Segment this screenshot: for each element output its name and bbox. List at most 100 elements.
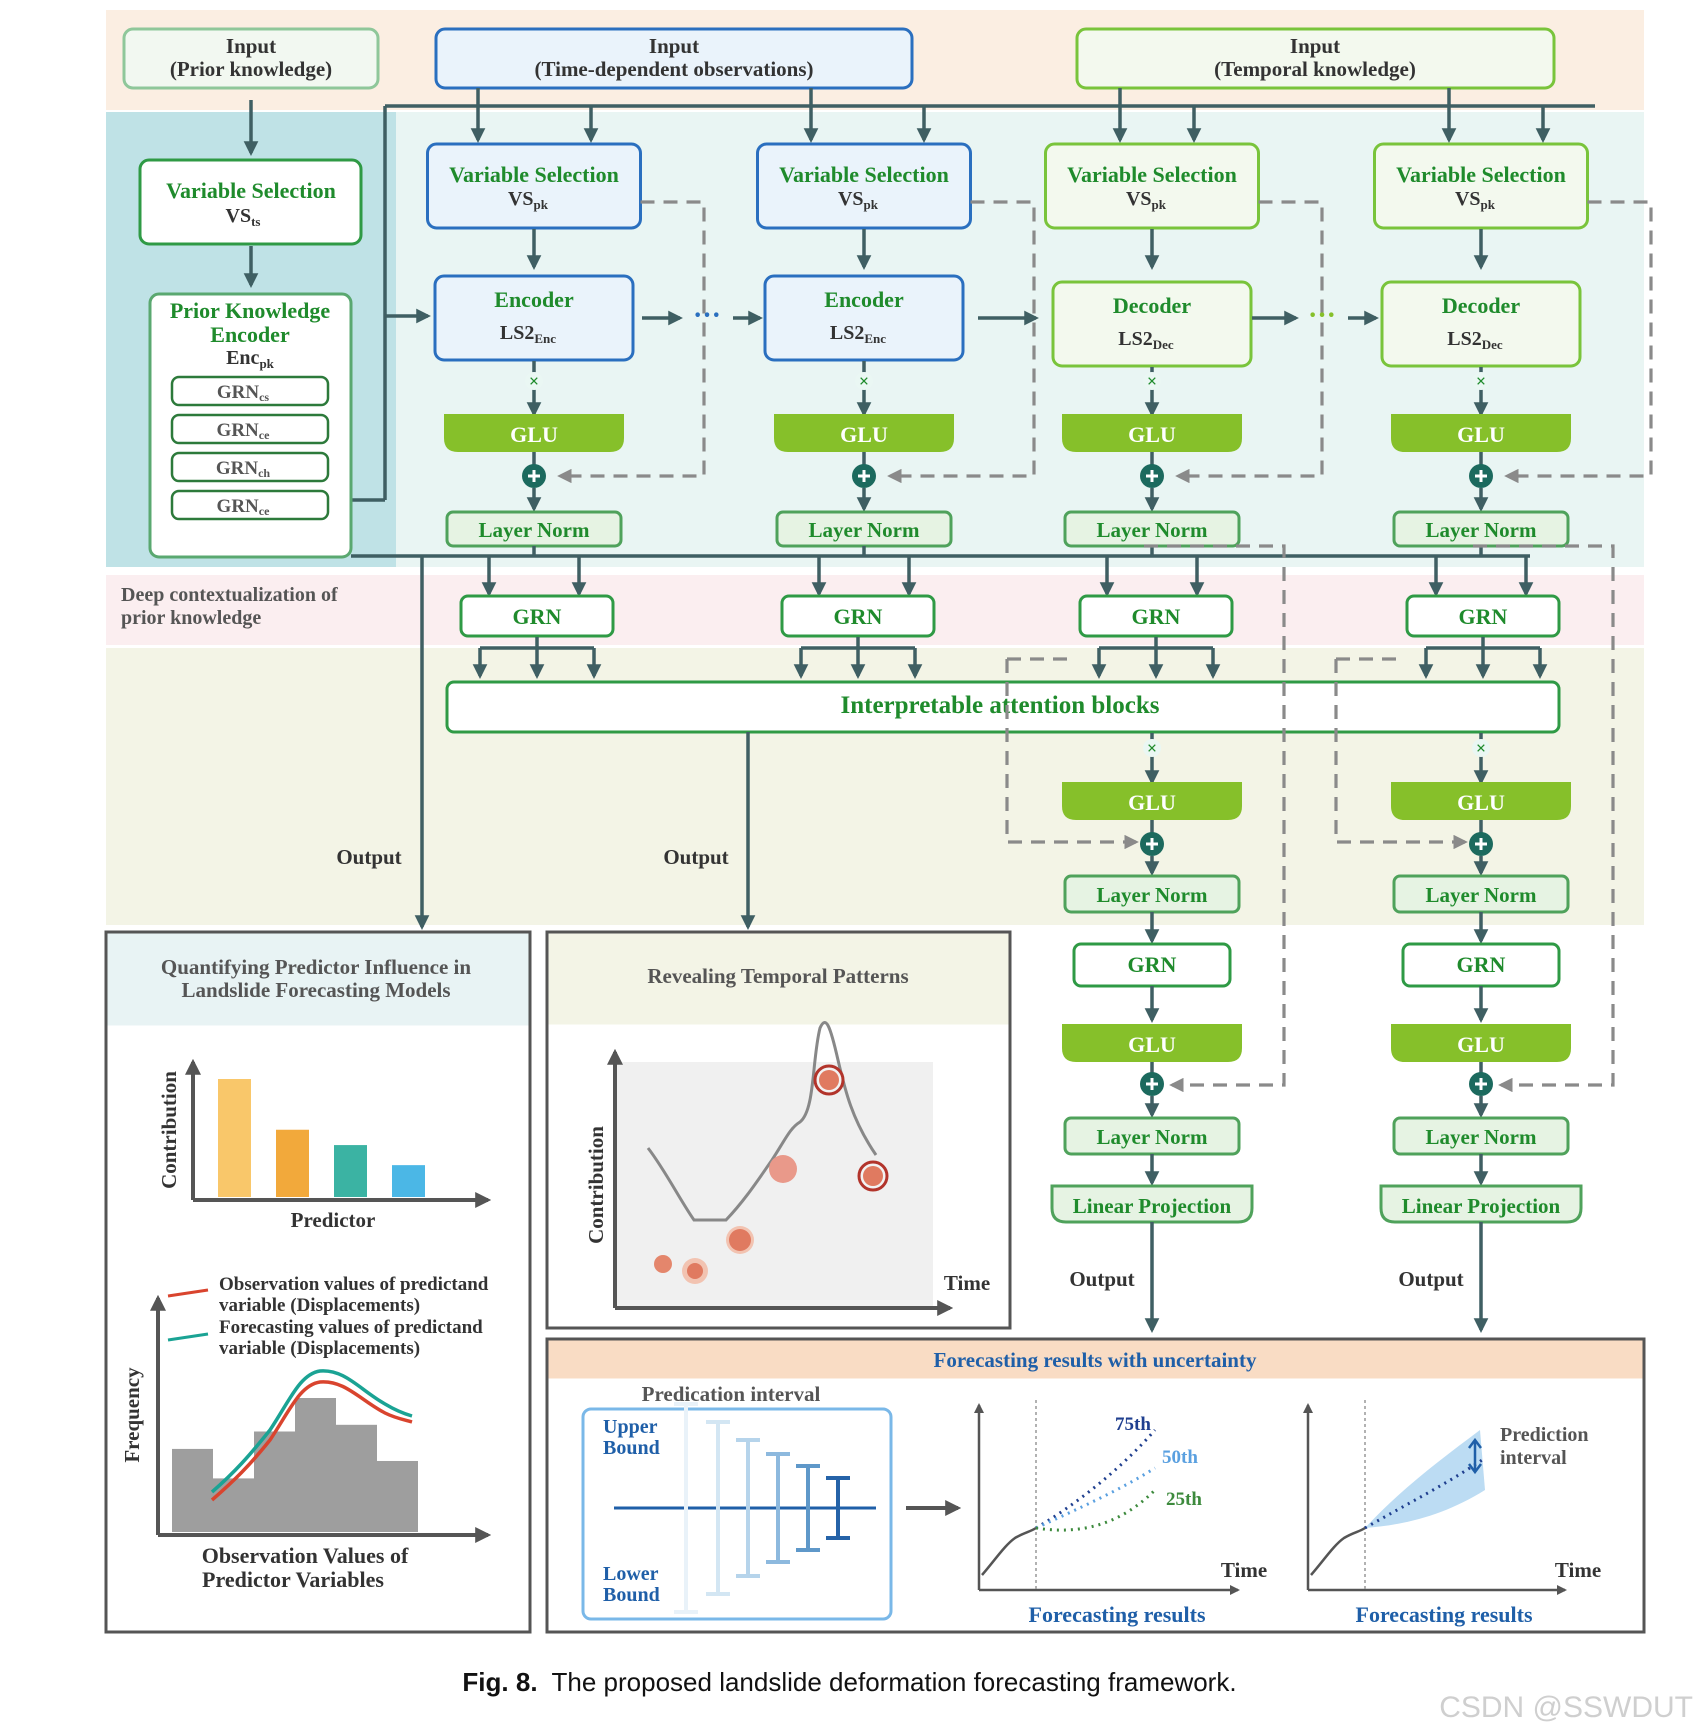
- decoder-stack-1-ln-1-label: Layer Norm: [1097, 883, 1209, 907]
- svg-text:Predictor: Predictor: [291, 1208, 376, 1232]
- svg-text:Observation Values of: Observation Values of: [202, 1543, 409, 1568]
- ellipsis-enc: ···: [693, 300, 721, 331]
- column-3-vs-sub: VSpk: [1126, 188, 1167, 212]
- decoder-stack-2-glu-2: [1391, 1024, 1571, 1062]
- grn-label-3: GRN: [1132, 604, 1181, 629]
- contribution-bar-4: [392, 1165, 425, 1197]
- histogram-bar-6: [377, 1460, 418, 1532]
- prior-grn-3: [170, 451, 330, 483]
- ellipsis-dec: ···: [1308, 300, 1336, 331]
- grn-label-4: GRN: [1459, 604, 1508, 629]
- column-1-variable-selection: [426, 142, 642, 230]
- temporal-point-3: [729, 1229, 751, 1251]
- svg-text:variable (Displacements): variable (Displacements): [219, 1295, 420, 1316]
- column-1-glu-label: GLU: [510, 422, 558, 447]
- decoder-stack-1-ln-2-label: Layer Norm: [1097, 1125, 1209, 1149]
- prior-grn-1: [170, 375, 330, 407]
- svg-text:Quantifying Predictor Influenc: Quantifying Predictor Influence in: [161, 955, 471, 979]
- svg-text:Input: Input: [649, 34, 699, 58]
- column-4-coder: [1380, 280, 1582, 368]
- column-4-multiply-icon: [1472, 372, 1490, 390]
- contribution-bar-2: [276, 1129, 309, 1197]
- watermark: CSDN @SSWDUT: [1439, 1691, 1693, 1724]
- svg-text:(Temporal knowledge): (Temporal knowledge): [1214, 57, 1416, 81]
- column-3-glu: [1062, 414, 1242, 452]
- column-1-glu: [444, 414, 624, 452]
- contribution-bars: [218, 1079, 425, 1197]
- svg-text:Prior Knowledge: Prior Knowledge: [170, 298, 331, 323]
- column-4-layer-norm-label: Layer Norm: [1426, 518, 1538, 542]
- histogram-bar-1: [172, 1448, 213, 1532]
- interval-bars: [674, 1402, 850, 1614]
- caption-label: Fig. 8.: [462, 1667, 538, 1697]
- decoder-stack-2-glu-1: [1391, 782, 1571, 820]
- column-4-vs-label: Variable Selection: [1396, 162, 1566, 187]
- svg-text:Time: Time: [1555, 1558, 1601, 1582]
- column-1-vs-sub: VSpk: [508, 188, 549, 212]
- temporal-curve: [646, 1021, 878, 1222]
- observation-curve: [210, 1380, 413, 1502]
- prior-variable-selection: Variable Selection VSts: [138, 158, 363, 246]
- temporal-point-1: [654, 1255, 672, 1273]
- column-3-variable-selection: [1044, 142, 1260, 230]
- svg-text:Revealing Temporal Patterns: Revealing Temporal Patterns: [647, 964, 908, 988]
- context-lines: [351, 554, 1530, 930]
- column-4-skip-connection: [1504, 200, 1653, 484]
- column-3-layer-norm-label: Layer Norm: [1097, 518, 1209, 542]
- prior-grn-2: [170, 413, 330, 445]
- input-connectors: [243, 88, 1595, 502]
- svg-text:Observation values of predicta: Observation values of predictand: [219, 1274, 489, 1295]
- decoder-stack-2-ln-2-label: Layer Norm: [1426, 1125, 1538, 1149]
- column-2-multiply-icon: [855, 372, 873, 390]
- column-2-variable-selection: [756, 142, 972, 230]
- decoder-stack-1-output-label: Output: [1069, 1267, 1134, 1291]
- svg-text:Encpk: Encpk: [226, 347, 275, 371]
- decoder-stack-1-glu-2-label: GLU: [1128, 1032, 1176, 1057]
- decoder-stack-2-multiply-icon: [1472, 739, 1490, 757]
- quantile-chart: 75th 50th 25th Time Forecasting results: [974, 1400, 1267, 1627]
- hist-legend: Observation values of predictand variabl…: [167, 1274, 489, 1359]
- decoder-stack-1-skip-2: [1144, 544, 1286, 1093]
- column-1: Variable SelectionVSpkEncoderLS2Enc×GLUL…: [426, 142, 706, 548]
- column-2-coder: [763, 274, 965, 362]
- column-4-glu: [1391, 414, 1571, 452]
- svg-text:(Time-dependent observations): (Time-dependent observations): [534, 57, 813, 81]
- column-2-ls-label: LS2Enc: [830, 322, 886, 346]
- column-2-glu: [774, 414, 954, 452]
- svg-text:Forecasting results: Forecasting results: [1356, 1602, 1533, 1627]
- svg-text:Prediction: Prediction: [1500, 1424, 1589, 1446]
- decoder-stack-2-grn-label: GRN: [1457, 952, 1506, 977]
- panel-temporal: Revealing Temporal Patterns Contribution…: [545, 930, 1012, 1330]
- svg-text:Bound: Bound: [603, 1584, 660, 1606]
- histogram-bar-4: [295, 1398, 336, 1532]
- svg-text:Forecasting results: Forecasting results: [1029, 1602, 1206, 1627]
- column-3-glu-label: GLU: [1128, 422, 1176, 447]
- column-1-vs-label: Variable Selection: [449, 162, 619, 187]
- column-2-layer-norm-label: Layer Norm: [809, 518, 921, 542]
- decoder-stack-2-output-label: Output: [1398, 1267, 1463, 1291]
- column-4-vs-sub: VSpk: [1455, 188, 1496, 212]
- column-3-coder-label: Decoder: [1113, 293, 1191, 318]
- svg-text:Frequency: Frequency: [120, 1367, 144, 1463]
- decoder-stack-1-grn-label: GRN: [1128, 952, 1177, 977]
- sequence-connectors: ··· ···: [385, 300, 1379, 331]
- figure-caption: Fig. 8. The proposed landslide deformati…: [0, 1667, 1699, 1698]
- column-4-glu-label: GLU: [1457, 422, 1505, 447]
- decoder-stack-2-linear-projection-label: Linear Projection: [1402, 1194, 1561, 1218]
- grn-box-3: [1078, 594, 1234, 638]
- interval-bar-4: [766, 1452, 790, 1564]
- svg-text:variable (Displacements): variable (Displacements): [219, 1338, 420, 1359]
- decoder-stack-1-multiply-icon: [1143, 739, 1161, 757]
- svg-text:Forecasting results with uncer: Forecasting results with uncertainty: [934, 1348, 1257, 1372]
- column-3-vs-label: Variable Selection: [1067, 162, 1237, 187]
- panel-influence: Quantifying Predictor Influence in Lands…: [104, 930, 532, 1634]
- svg-text:50th: 50th: [1162, 1447, 1198, 1468]
- column-4: Variable SelectionVSpkDecoderLS2Dec×GLUL…: [1373, 142, 1653, 548]
- column-4-multiply-label: ×: [1476, 371, 1486, 391]
- column-3-multiply-icon: [1143, 372, 1161, 390]
- column-4-coder-label: Decoder: [1442, 293, 1520, 318]
- decoder-stack-2-glu-1-label: GLU: [1457, 790, 1505, 815]
